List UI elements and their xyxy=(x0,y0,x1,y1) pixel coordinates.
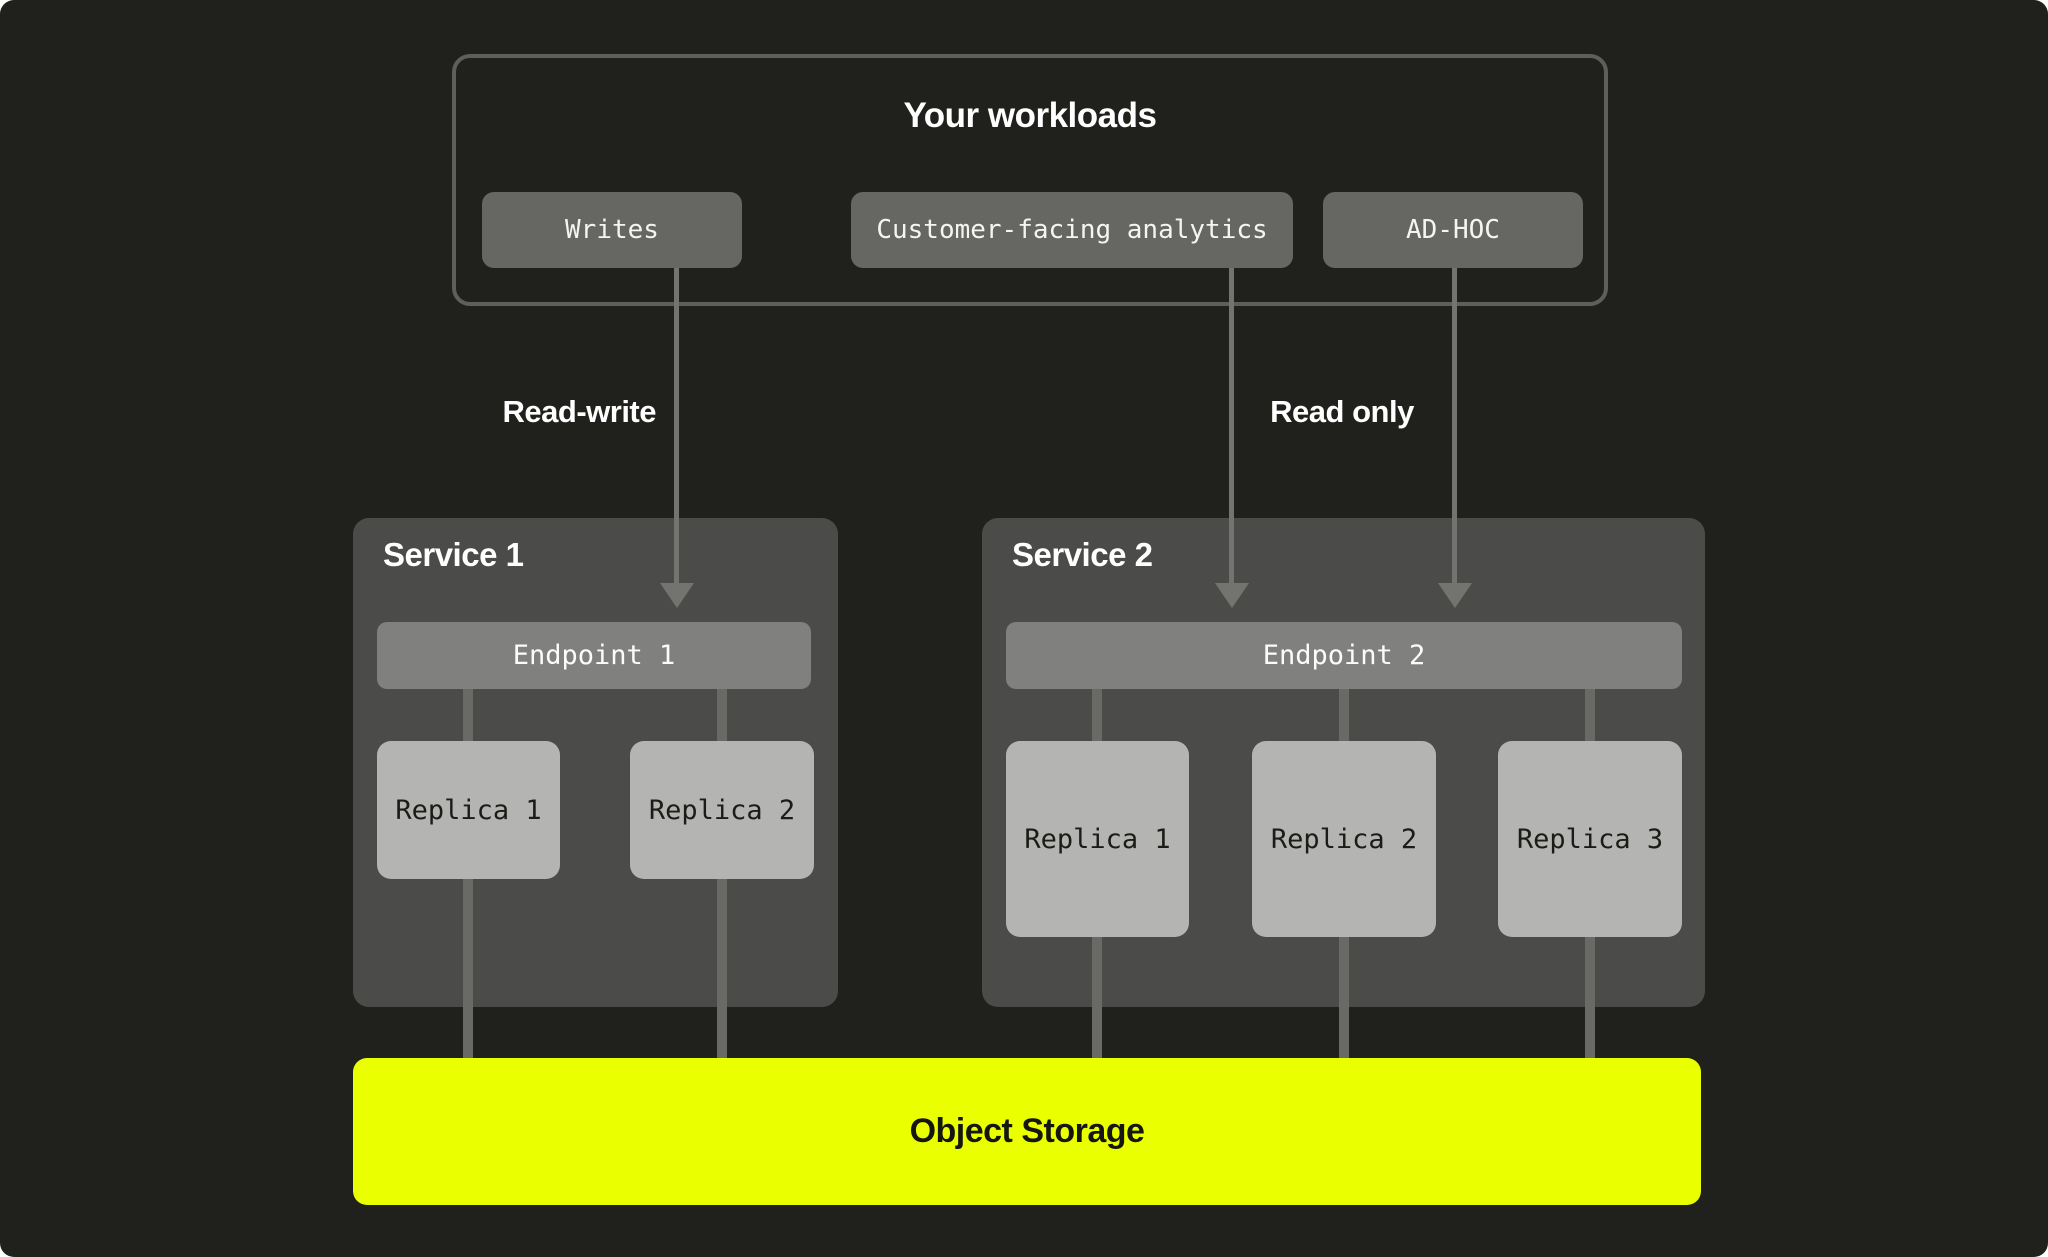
workloads-title: Your workloads xyxy=(903,96,1157,135)
object-storage-label: Object Storage xyxy=(909,1112,1145,1150)
arrow-down-icon xyxy=(1438,583,1472,608)
workloads-group-box xyxy=(452,54,1608,306)
service-1-title: Service 1 xyxy=(383,536,524,573)
service-2-title: Service 2 xyxy=(1012,536,1153,573)
workload-chip-writes: Writes xyxy=(482,192,742,268)
service-2-endpoint: Endpoint 2 xyxy=(1006,622,1682,689)
object-storage-bar: Object Storage xyxy=(353,1058,1701,1205)
flow-label-read-write: Read-write xyxy=(502,394,657,429)
arrow-line-writes-to-endpoint1 xyxy=(674,268,679,585)
service-2-replica-1: Replica 1 xyxy=(1006,741,1189,937)
flow-label-read-only: Read only xyxy=(1270,394,1414,429)
arrow-line-adhoc-to-endpoint2 xyxy=(1452,268,1457,585)
service-1-endpoint: Endpoint 1 xyxy=(377,622,811,689)
arrow-line-analytics-to-endpoint2 xyxy=(1229,268,1234,585)
arrow-down-icon xyxy=(660,583,694,608)
service-1-replica-1: Replica 1 xyxy=(377,741,560,879)
service-2-replica-2: Replica 2 xyxy=(1252,741,1436,937)
service-1-replica-2: Replica 2 xyxy=(630,741,814,879)
workload-chip-customer-facing-analytics: Customer-facing analytics xyxy=(851,192,1293,268)
workload-chip-ad-hoc: AD-HOC xyxy=(1323,192,1583,268)
arrow-down-icon xyxy=(1215,583,1249,608)
service-2-replica-3: Replica 3 xyxy=(1498,741,1682,937)
